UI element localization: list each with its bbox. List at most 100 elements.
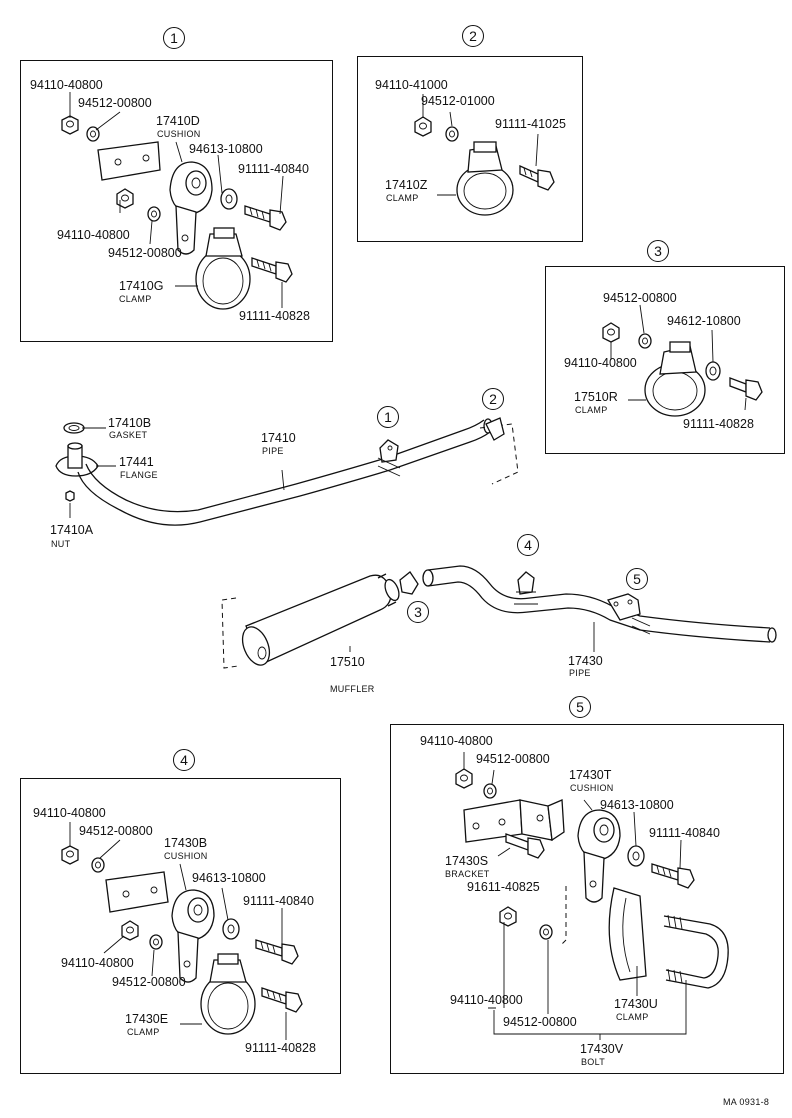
part-name: BOLT [581, 1057, 606, 1067]
part-name: CLAMP [616, 1012, 649, 1022]
box5-drawing [455, 752, 729, 1040]
part-number: 91111-40840 [649, 826, 720, 840]
washer-icon [149, 934, 163, 950]
cushion-icon [169, 161, 213, 255]
part-number: 94110-41000 [375, 78, 448, 92]
u-bolt-icon [663, 914, 729, 989]
bolt-icon [505, 833, 545, 859]
part-number: 17430B [164, 836, 208, 850]
part-number: 91111-40828 [245, 1041, 316, 1055]
part-name: PIPE [262, 446, 284, 456]
part-number: 17410 [261, 431, 296, 445]
part-number: 17430T [569, 768, 612, 782]
bracket-plate-icon [105, 871, 169, 913]
muffler-assembly [221, 565, 777, 669]
callout-1-pipe: 1 [377, 406, 399, 428]
washer-icon [483, 783, 497, 799]
part-name: CUSHION [157, 129, 201, 139]
clamp-icon [485, 417, 505, 441]
part-number: 94110-40800 [61, 956, 134, 970]
muffler-icon [241, 573, 400, 666]
part-number: 94512-00800 [603, 291, 677, 305]
washer-icon [445, 126, 459, 142]
part-number: 17410D [156, 114, 200, 128]
bolt-icon [255, 939, 299, 965]
part-number: 94613-10800 [189, 142, 263, 156]
bracket-icon [463, 799, 565, 843]
washer-icon [638, 333, 652, 349]
washer-icon [539, 924, 553, 940]
part-number: 94110-40800 [57, 228, 130, 242]
part-number: 94512-00800 [476, 752, 550, 766]
part-name: GASKET [109, 430, 148, 440]
part-number: 94613-10800 [600, 798, 674, 812]
part-name: CLAMP [386, 193, 419, 203]
part-number: 94110-40800 [30, 78, 103, 92]
part-name: CUSHION [570, 783, 614, 793]
part-number: 17430 [568, 654, 603, 668]
callout-5-pipe: 5 [626, 568, 648, 590]
part-number: 91611-40825 [467, 880, 540, 894]
clamp-icon [195, 227, 251, 310]
part-number: 91111-40828 [239, 309, 310, 323]
bolt-icon [261, 987, 303, 1013]
cushion-icon [171, 889, 215, 983]
part-number: 94512-00800 [78, 96, 152, 110]
callout-4-pipe: 4 [517, 534, 539, 556]
clamp-icon [399, 571, 419, 595]
clamp-icon [456, 141, 514, 216]
part-number: 17430U [614, 997, 658, 1011]
part-number: 94110-40800 [420, 734, 493, 748]
callout-2-pipe: 2 [482, 388, 504, 410]
bolt-icon [244, 205, 287, 231]
gasket-icon [63, 422, 85, 434]
part-number: 17410Z [385, 178, 428, 192]
part-number: 17430S [445, 854, 489, 868]
callout-4-box: 4 [173, 749, 195, 771]
part-number: 94512-00800 [79, 824, 153, 838]
part-number: 94512-01000 [421, 94, 495, 108]
clamp-plate-icon [608, 887, 647, 981]
washer-icon [220, 188, 238, 210]
part-number: 91111-40840 [238, 162, 309, 176]
figure-code: MA 0931-8 [723, 1097, 770, 1107]
callout-5-box: 5 [569, 696, 591, 718]
part-number: 94512-00800 [108, 246, 182, 260]
part-name: MUFFLER [330, 684, 375, 694]
washer-icon [86, 126, 100, 142]
part-name: NUT [51, 539, 71, 549]
detail-box-1 [20, 60, 333, 342]
front-pipe-icon [77, 418, 493, 526]
part-name: FLANGE [120, 470, 158, 480]
part-number: 17430E [125, 1012, 169, 1026]
clamp-icon [644, 341, 706, 417]
bolt-icon [729, 377, 763, 401]
part-number: 17510R [574, 390, 618, 404]
detail-box-5 [390, 724, 784, 1074]
part-number: 17410A [50, 523, 94, 537]
box4-drawing [61, 822, 303, 1040]
part-number: 94110-40800 [564, 356, 637, 370]
callout-2-box: 2 [462, 25, 484, 47]
callout-3-box: 3 [647, 240, 669, 262]
washer-icon [147, 206, 161, 222]
part-name: CLAMP [127, 1027, 160, 1037]
clamp-icon [200, 953, 256, 1035]
part-number: 94110-40800 [33, 806, 106, 820]
nut-icon [121, 920, 139, 941]
part-name: CLAMP [575, 405, 608, 415]
washer-icon [627, 845, 645, 867]
part-number: 91111-41025 [495, 117, 566, 131]
part-number: 17430V [580, 1042, 624, 1056]
part-number: 94512-00800 [112, 975, 186, 989]
box3-drawing [602, 304, 763, 417]
part-name: BRACKET [445, 869, 490, 879]
nut-icon [602, 322, 620, 343]
washer-icon [91, 857, 105, 873]
nut-icon [116, 188, 134, 209]
bolt-icon [651, 863, 695, 889]
part-name: CLAMP [119, 294, 152, 304]
part-number: 91111-40828 [683, 417, 754, 431]
tail-pipe-icon [422, 565, 777, 643]
cushion-icon [577, 809, 621, 903]
